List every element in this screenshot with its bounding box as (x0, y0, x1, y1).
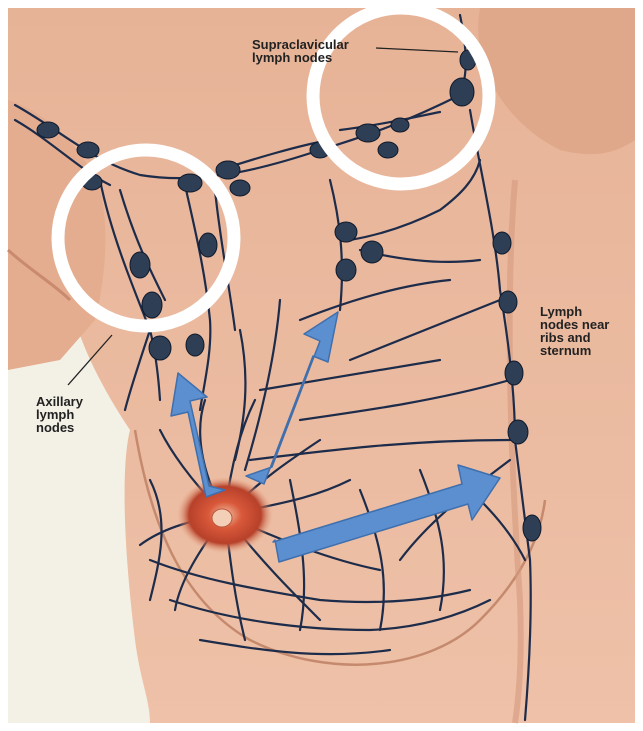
lymph-node (505, 361, 523, 385)
lymph-node (178, 174, 202, 192)
label-supraclavicular: Supraclavicular lymph nodes (252, 38, 349, 64)
lymph-node (199, 233, 217, 257)
lymph-node (508, 420, 528, 444)
lymph-node (499, 291, 517, 313)
lymph-node (216, 161, 240, 179)
lymph-node (523, 515, 541, 541)
lymph-node (130, 252, 150, 278)
lymph-node (230, 180, 250, 196)
lymph-node (335, 222, 357, 242)
label-sternum: Lymph nodes near ribs and sternum (540, 305, 609, 357)
nipple (212, 509, 232, 527)
label-axillary: Axillary lymph nodes (36, 395, 83, 434)
lymph-node (149, 336, 171, 360)
lymph-node (378, 142, 398, 158)
lymph-node (450, 78, 474, 106)
lymph-node (391, 118, 409, 132)
lymph-node (356, 124, 380, 142)
lymph-node (361, 241, 383, 263)
lymph-node (493, 232, 511, 254)
lymph-node (77, 142, 99, 158)
lymph-node (142, 292, 162, 318)
lymph-node (37, 122, 59, 138)
lymph-node (186, 334, 204, 356)
lymph-node (336, 259, 356, 281)
